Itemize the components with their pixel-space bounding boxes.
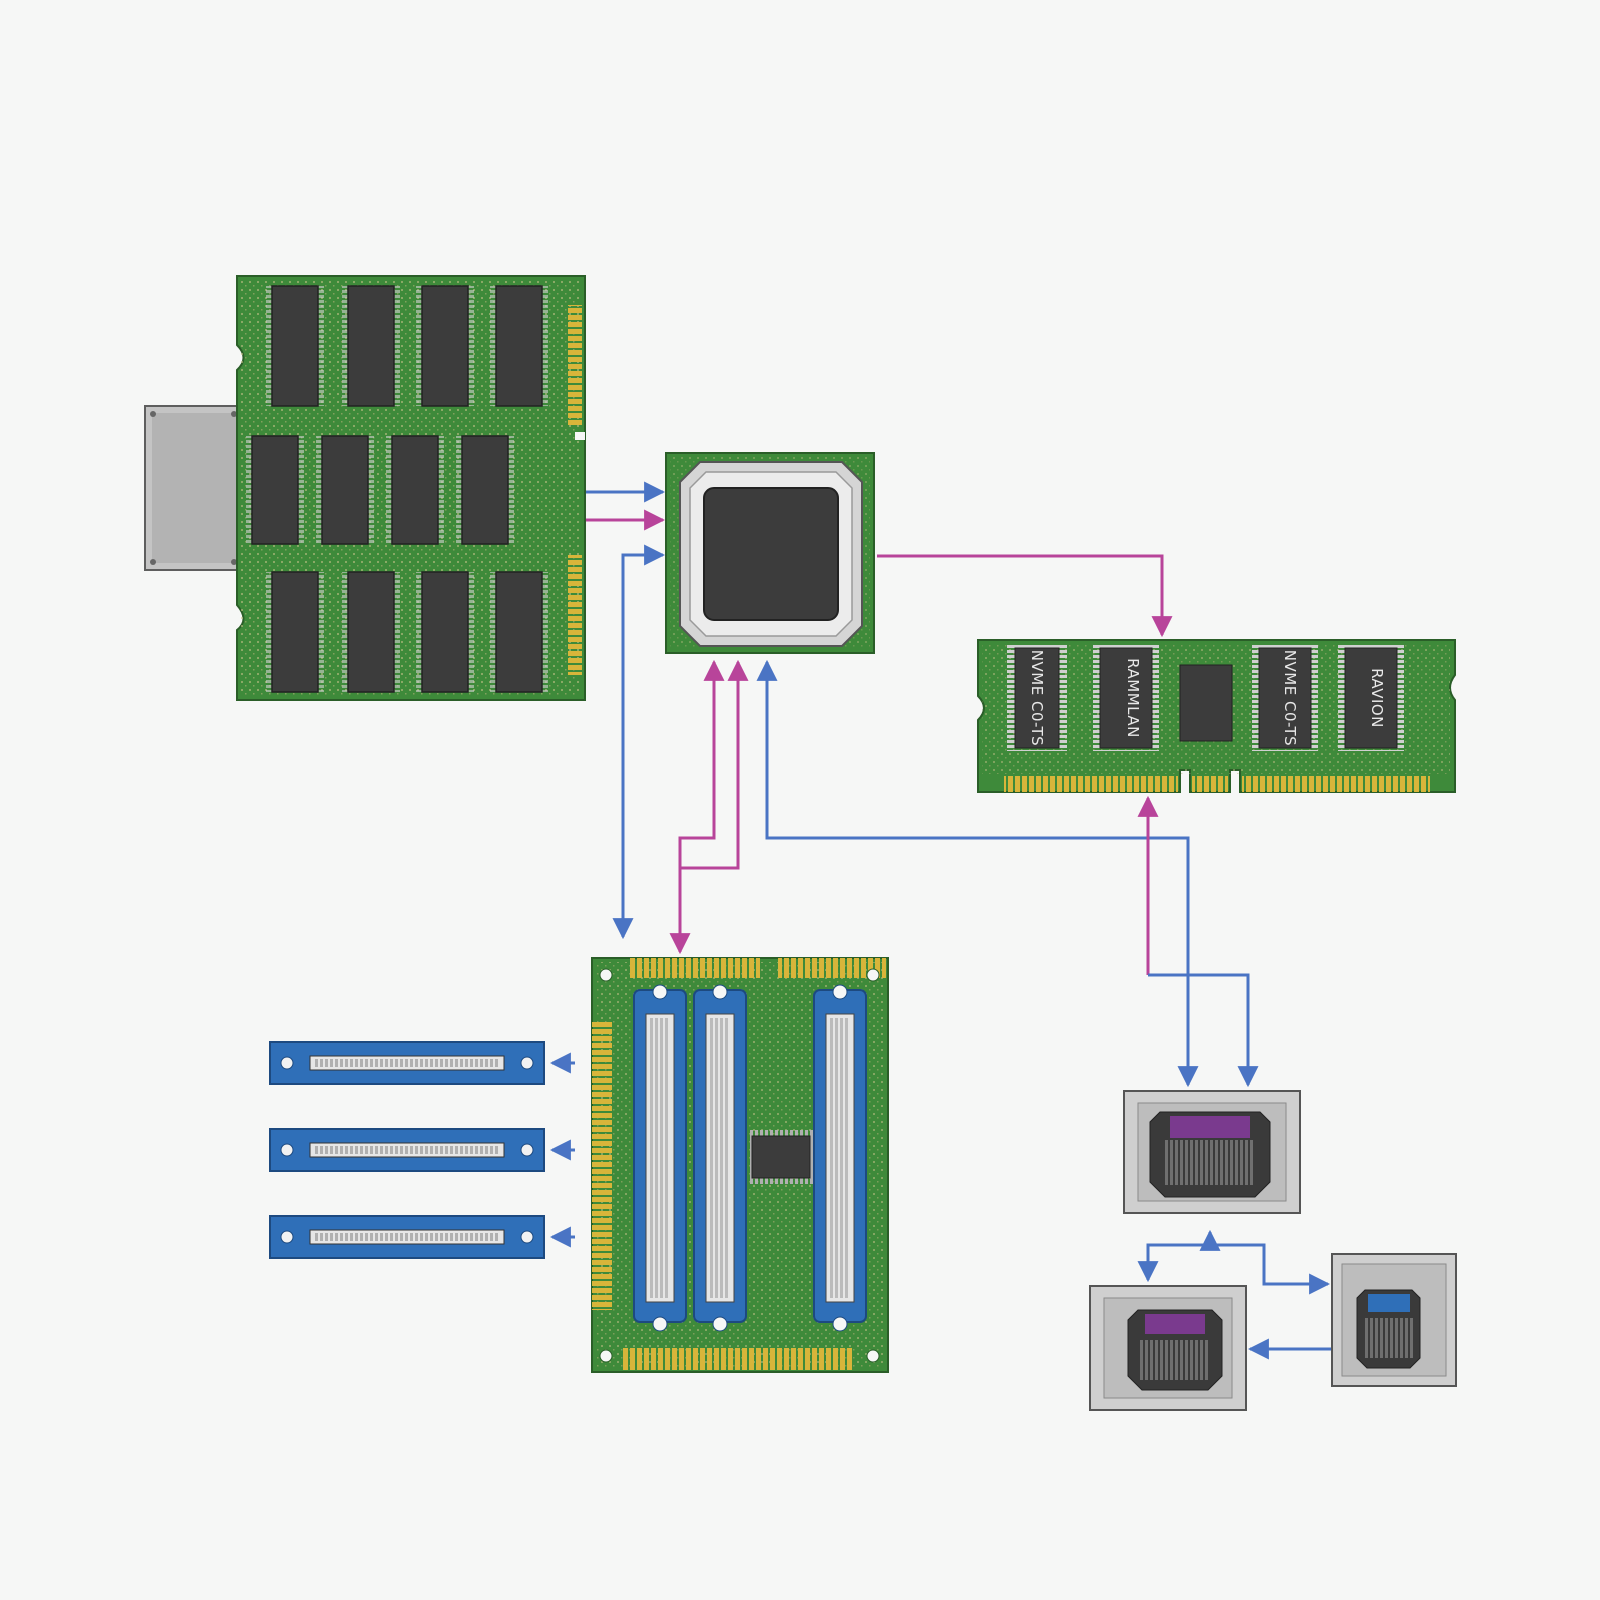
memory-chip — [347, 571, 395, 693]
arrow-port-top-to-right — [1210, 1243, 1331, 1295]
arrow-cpu-to-port-blue — [756, 659, 1199, 1088]
pci-bracket-card-icon — [269, 1128, 545, 1172]
io-port-top — [1123, 1090, 1301, 1214]
ram-chip: RAVION — [1338, 645, 1404, 751]
arrow-port-top-to-left — [1137, 1229, 1221, 1283]
memory-chip — [495, 571, 543, 693]
pci-bracket-card-icon — [269, 1041, 545, 1085]
ram-chip-label-1: NVME C0-TS — [1028, 650, 1046, 746]
memory-chips — [246, 285, 548, 693]
io-port-connector-icon — [1331, 1253, 1457, 1387]
pci-bracket-card-icon — [269, 1215, 545, 1259]
ram-chip: RAMMLAN — [1093, 645, 1159, 751]
pci-slot — [693, 984, 747, 1332]
memory-chip — [461, 435, 509, 545]
ssd-heatsink-icon — [144, 405, 246, 571]
memory-chip — [271, 285, 319, 407]
memory-chip — [421, 571, 469, 693]
board-controller-chip — [748, 1130, 814, 1184]
memory-chip — [271, 571, 319, 693]
arrow-ram-to-port-blue — [1148, 973, 1259, 1088]
arrow-expansion-cpu-blue — [612, 544, 666, 940]
memory-chip — [421, 285, 469, 407]
arrow-expansion-cpu-magenta — [669, 659, 725, 955]
cpu-processor-icon — [665, 452, 875, 654]
dram-module-board-icon — [236, 275, 586, 701]
ram-chip-label-2: RAMMLAN — [1124, 658, 1142, 738]
ram-chip: NVME C0-TS — [1007, 645, 1067, 751]
io-port-right — [1331, 1253, 1457, 1387]
pci-bracket-cards — [269, 1041, 545, 1259]
pci-expansion-board-icon — [591, 957, 889, 1373]
ram-controller-chip — [1179, 664, 1233, 742]
io-port-connector-icon — [1123, 1090, 1301, 1214]
pci-slot — [813, 984, 867, 1332]
ram-stick-icon: NVME C0-TS RAMMLAN NVME C0-TS RAVION — [977, 639, 1456, 793]
io-port-bottom-left — [1089, 1285, 1247, 1411]
pci-slot — [633, 984, 687, 1332]
arrow-cpu-to-ram-magenta — [877, 554, 1173, 638]
io-port-connector-icon — [1089, 1285, 1247, 1411]
memory-chip — [321, 435, 369, 545]
ram-chip-label-4: RAVION — [1368, 668, 1386, 728]
connection-lines — [549, 481, 1332, 1360]
ram-chip-label-3: NVME C0-TS — [1281, 650, 1299, 746]
memory-chip — [251, 435, 299, 545]
ram-chips: NVME C0-TS RAMMLAN NVME C0-TS RAVION — [1007, 645, 1404, 751]
memory-chip — [391, 435, 439, 545]
ram-chip: NVME C0-TS — [1252, 645, 1318, 751]
memory-chip — [347, 285, 395, 407]
memory-chip — [495, 285, 543, 407]
arrow-expansion-cpu-magenta-2 — [680, 659, 749, 870]
